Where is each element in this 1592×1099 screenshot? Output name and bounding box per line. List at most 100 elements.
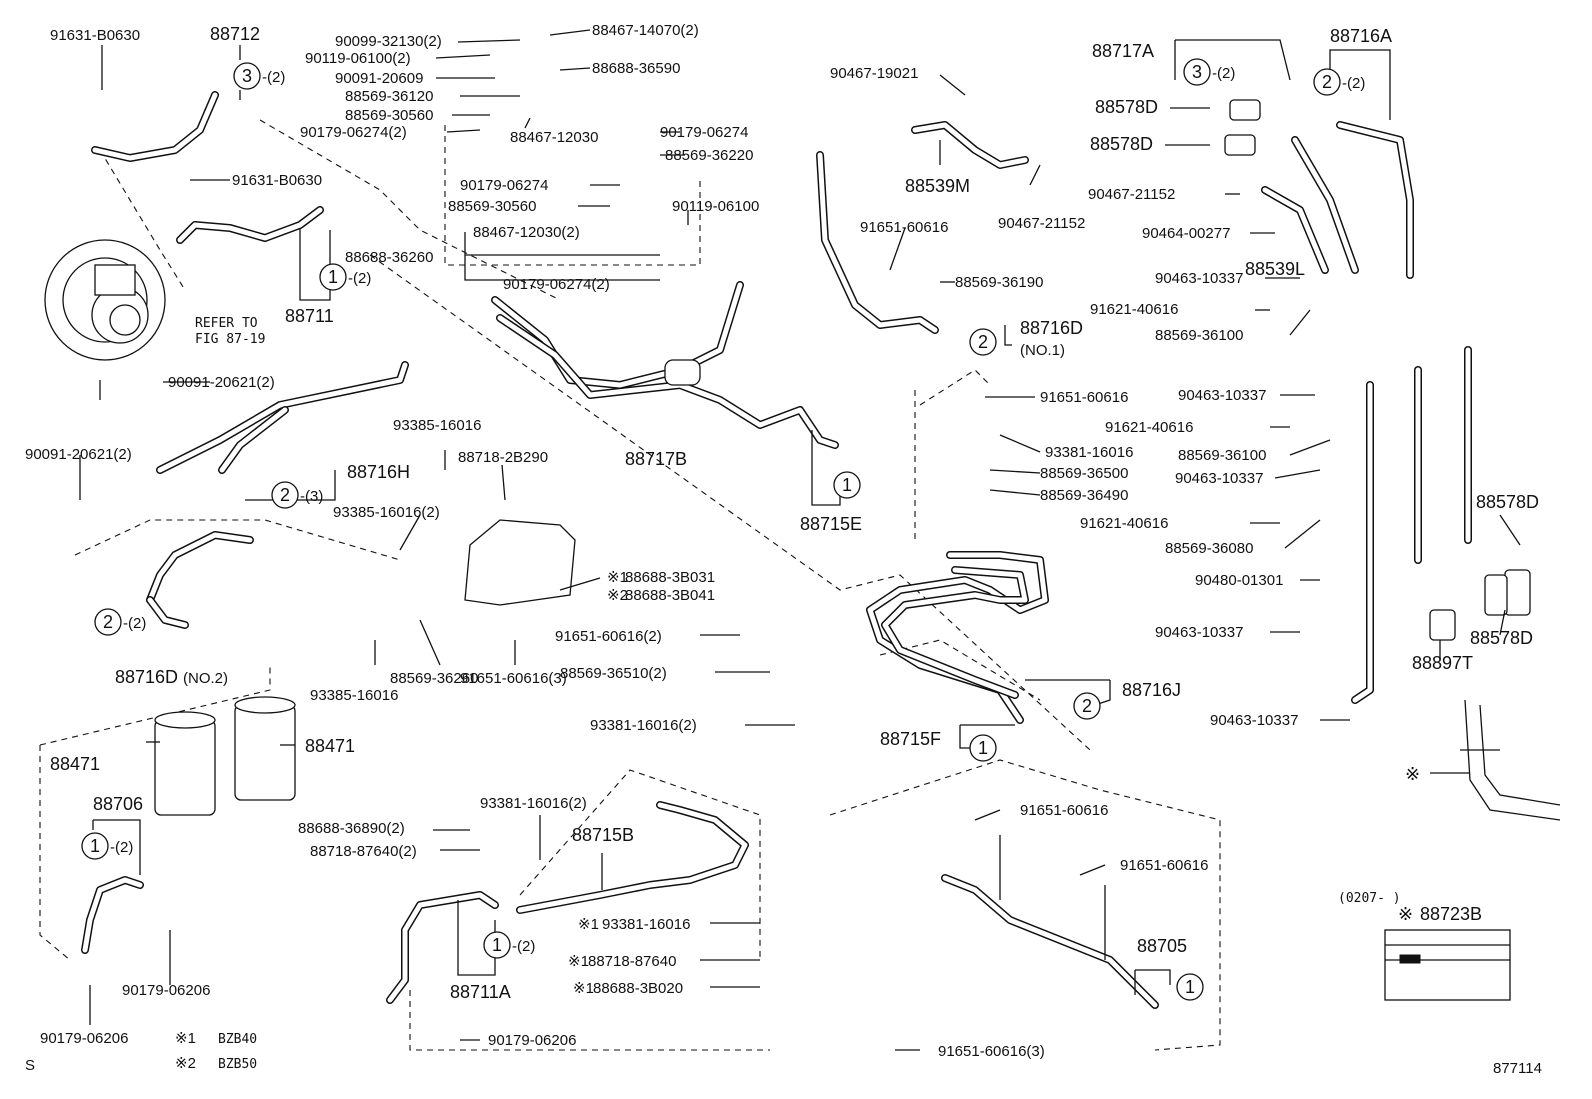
part-label: 90463-10337 [1178, 387, 1266, 404]
part-label: 93381-16016(2) [590, 717, 697, 734]
circle-label: 2 [103, 612, 113, 632]
part-label: 88716D [115, 667, 178, 687]
part-label: 88569-30560 [345, 107, 433, 124]
part-label: 90179-06206 [40, 1030, 128, 1047]
part-label: 877114 [1493, 1060, 1542, 1077]
part-label: 88715B [572, 825, 634, 845]
qty-suffix: -(2) [348, 270, 371, 287]
part-labels: 91631-B0630 88712 90099-32130(2) 90119-0… [25, 22, 1542, 1077]
part-label: 91621-40616 [1090, 301, 1178, 318]
part-label: 88688-3B031 [625, 569, 715, 586]
part-label: 90480-01301 [1195, 572, 1283, 589]
part-label: 88717A [1092, 41, 1154, 61]
note-bzb40-value: BZB40 [218, 1032, 257, 1047]
reference-circles: 3 1 2 3 2 2 1 2 2 1 1 1 1 -(2) -(2) -(2)… [81, 58, 1365, 1001]
circle-label: 1 [842, 475, 852, 495]
circle-label: 3 [242, 66, 252, 86]
part-label: 90179-06274 [660, 124, 748, 141]
part-label: 88467-12030(2) [473, 224, 580, 241]
part-label: 90463-10337 [1210, 712, 1298, 729]
qty-suffix: -(2) [110, 839, 133, 856]
part-label: 90119-06100(2) [305, 50, 411, 67]
part-label: 88705 [1137, 936, 1187, 956]
part-label: 90091-20609 [335, 70, 423, 87]
components [44, 99, 1561, 1001]
part-label: 88718-87640 [588, 953, 676, 970]
part-label: 88688-36260 [345, 249, 433, 266]
part-label: 88539L [1245, 259, 1305, 279]
part-label: 88467-14070(2) [592, 22, 699, 39]
part-label: 88716J [1122, 680, 1181, 700]
part-label: 88569-36100 [1155, 327, 1243, 344]
part-label: 90179-06274 [460, 177, 548, 194]
circle-label: 1 [978, 738, 988, 758]
part-label: 88569-36100 [1178, 447, 1266, 464]
part-label: 90179-06206 [122, 982, 210, 999]
qty-suffix: -(2) [1212, 65, 1235, 82]
part-label: 91651-60616 [860, 219, 948, 236]
part-label: 88706 [93, 794, 143, 814]
part-label: 93385-16016(2) [333, 504, 440, 521]
part-label: 88688-36590 [592, 60, 680, 77]
part-label: 88711A [450, 982, 511, 1002]
bracket-3b031-icon [464, 519, 576, 606]
part-label: 90179-06206 [488, 1032, 576, 1049]
circle-label: 1 [328, 267, 338, 287]
part-label: 91621-40616 [1080, 515, 1168, 532]
part-label: 90091-20621(2) [168, 374, 275, 391]
part-label: 88718-87640(2) [310, 843, 417, 860]
part-label: 88578D [1095, 97, 1158, 117]
part-label: 91651-60616 [1020, 802, 1108, 819]
part-label: 88688-3B020 [593, 980, 683, 997]
circle-label: 2 [280, 485, 290, 505]
circle-label: 2 [1322, 72, 1332, 92]
code-box-label: (0207- ) [1338, 891, 1401, 906]
part-label: 90464-00277 [1142, 225, 1230, 242]
part-label: 93381-16016 [602, 916, 690, 933]
part-label: 88471 [50, 754, 100, 774]
star-mark: ※ [1405, 764, 1420, 784]
s-mark: S [25, 1057, 35, 1074]
part-label: 90463-10337 [1155, 624, 1243, 641]
part-label: 88569-36490 [1040, 487, 1128, 504]
part-label: 90091-20621(2) [25, 446, 132, 463]
part-label: (NO.1) [1020, 342, 1065, 359]
qty-suffix: -(2) [123, 615, 146, 632]
part-label: 91631-B0630 [50, 27, 140, 44]
pipes [81, 91, 1472, 1009]
part-label: 93381-16016(2) [480, 795, 587, 812]
part-label: 88471 [305, 736, 355, 756]
refer-text-2: FIG 87-19 [195, 332, 265, 347]
part-label: 93385-16016 [393, 417, 481, 434]
qty-suffix: -(2) [262, 69, 285, 86]
part-label: 88723B [1420, 904, 1482, 924]
part-label: 88578D [1476, 492, 1539, 512]
part-label: 88718-2B290 [458, 449, 548, 466]
circle-label: 1 [492, 935, 502, 955]
compressor-icon [44, 239, 166, 361]
part-label: 88569-36080 [1165, 540, 1253, 557]
asterisk-prefix: ※ [1398, 904, 1413, 924]
part-label: 91651-60616 [1120, 857, 1208, 874]
part-label: 90467-21152 [998, 215, 1085, 232]
part-label: 90467-19021 [830, 65, 918, 82]
part-label: 91651-60616(3) [460, 670, 567, 687]
part-label: 90179-06274(2) [503, 276, 610, 293]
asterisk-prefix: ※2 [607, 587, 628, 604]
circle-label: 1 [90, 836, 100, 856]
part-label: 88716H [347, 462, 410, 482]
caution-label-icon [1384, 929, 1511, 1001]
part-label: 88467-12030 [510, 129, 598, 146]
part-label: 88715E [800, 514, 862, 534]
part-label: 88569-36500 [1040, 465, 1128, 482]
part-label: 93381-16016 [1045, 444, 1133, 461]
part-label: 91651-60616(2) [555, 628, 662, 645]
part-label: 88569-36190 [955, 274, 1043, 291]
note-bzb40-label: ※1 [175, 1030, 196, 1047]
part-label: 88716D [1020, 318, 1083, 338]
part-label: 88569-30560 [448, 198, 536, 215]
part-label: 88569-36260 [390, 670, 478, 687]
part-label: 88539M [905, 176, 970, 196]
filter-icon [664, 359, 701, 386]
